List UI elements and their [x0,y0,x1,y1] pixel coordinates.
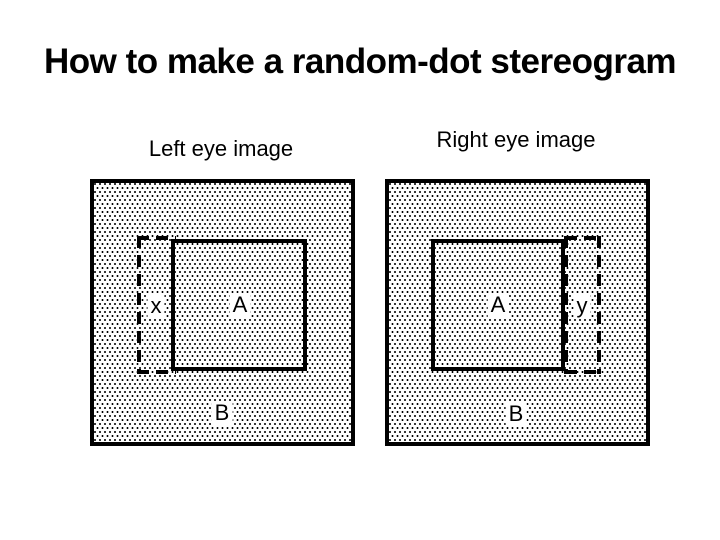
right-patch-square-a [431,239,565,371]
right-panel-title: Right eye image [436,127,596,152]
right-background-label-b: B [505,402,527,426]
left-panel-title: Left eye image [148,136,294,161]
left-patch-label-a: A [229,293,251,317]
left-dashed-strip-bottom-edge [137,370,176,374]
right-dashed-strip-top-edge [565,236,601,240]
left-background-label-b: B [211,401,233,425]
left-patch-square-a [171,239,307,371]
right-strip-label-y: y [573,294,591,318]
right-dashed-strip-left-edge [564,236,568,374]
left-dashed-strip-top-edge [137,236,176,240]
left-dashed-strip-left-edge [137,236,141,374]
right-dashed-strip-right-edge [597,236,601,374]
left-strip-label-x: x [147,294,165,318]
slide-title: How to make a random-dot stereogram [43,42,677,81]
left-background-square-b [90,179,355,446]
right-dashed-strip-bottom-edge [565,370,601,374]
right-patch-label-a: A [487,293,509,317]
